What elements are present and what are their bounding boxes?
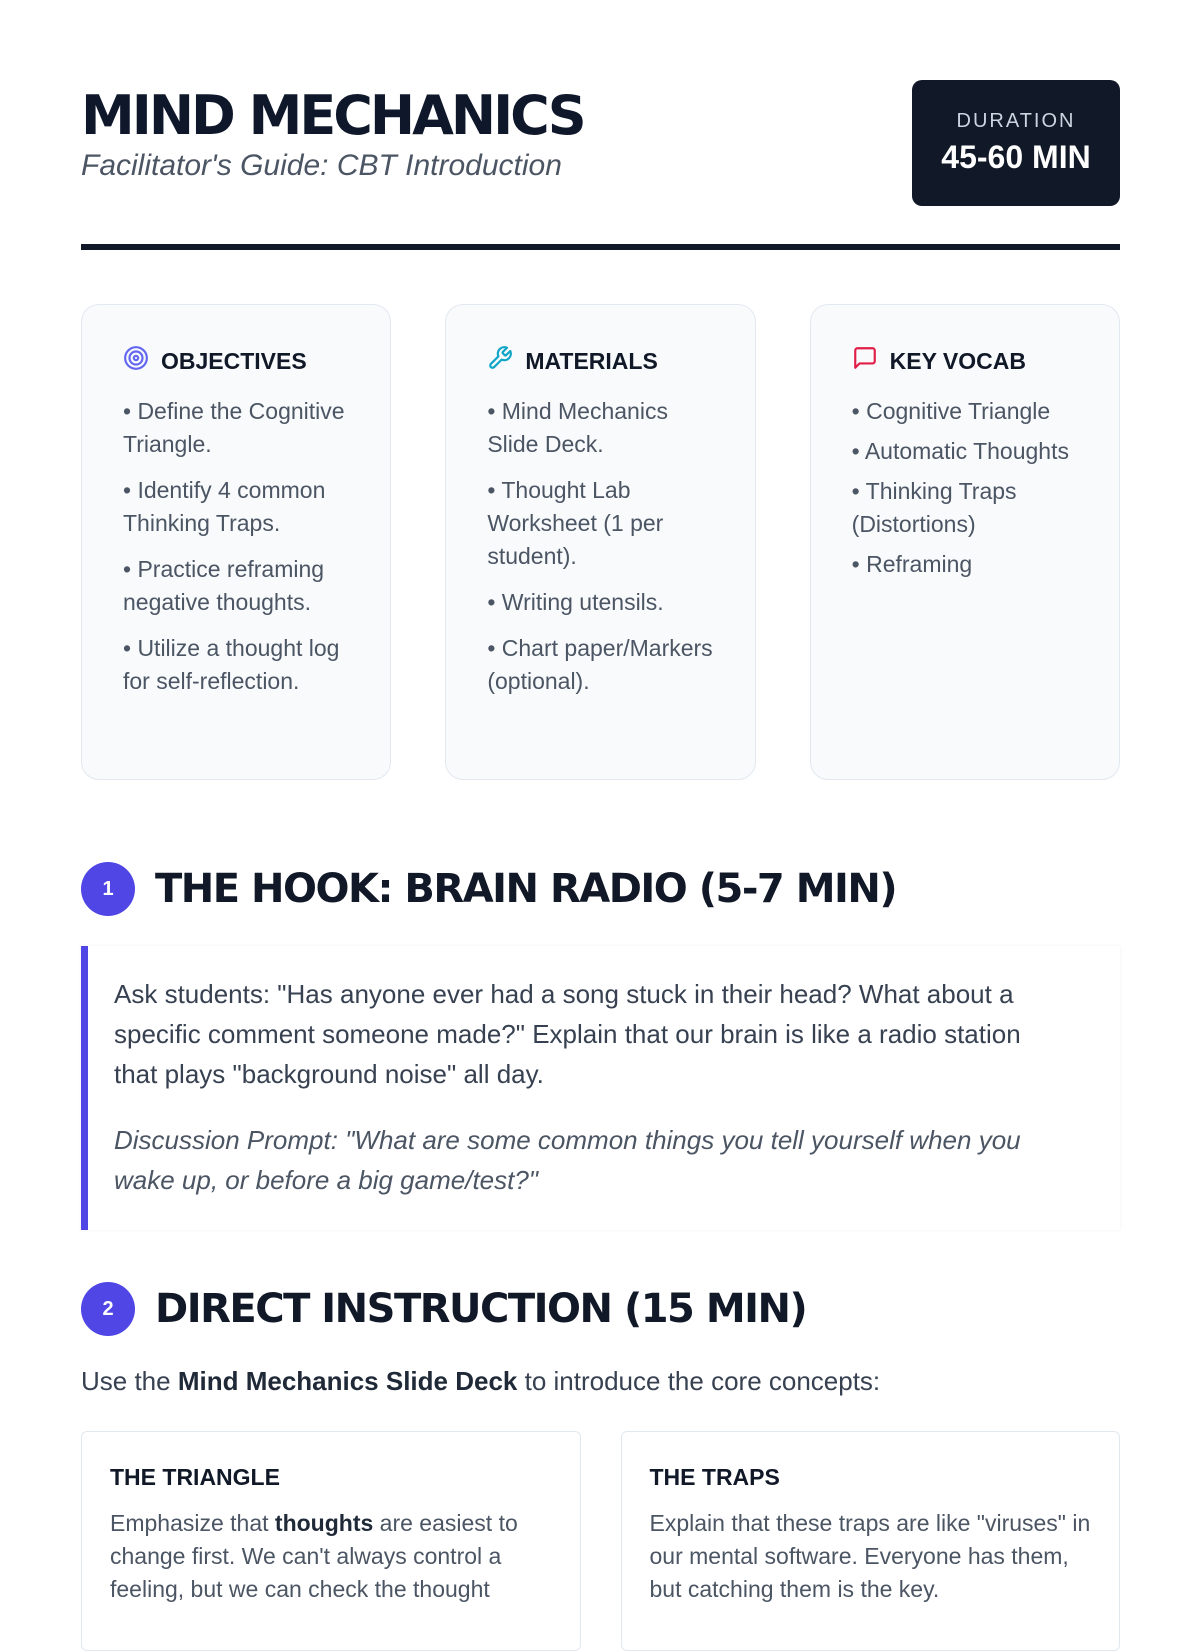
list-item: • Identify 4 common Thinking Traps. <box>123 477 326 536</box>
card-title: KEY VOCAB <box>889 347 1026 374</box>
instruction-intro: Use the Mind Mechanics Slide Deck to int… <box>81 1366 1120 1397</box>
box-text: Emphasize that thoughts are easiest to c… <box>110 1507 552 1606</box>
list-item: • Practice reframing negative thoughts. <box>123 556 325 615</box>
intro-text: to introduce the core concepts: <box>517 1366 881 1396</box>
objectives-card: OBJECTIVES • Define the Cognitive Triang… <box>81 304 392 780</box>
duration-label: DURATION <box>956 110 1076 132</box>
box-text-part: are easiest to change first. We can't al… <box>110 1510 518 1602</box>
list-item: • Chart paper/Markers (optional). <box>487 635 713 694</box>
step-number: 2 <box>81 1282 135 1336</box>
list-item: • Automatic Thoughts <box>851 438 1069 464</box>
page-title: MIND MECHANICS <box>81 84 587 147</box>
list-item: • Reframing <box>851 551 973 577</box>
box-text-part: Emphasize that <box>110 1510 275 1536</box>
list-item: • Thought Lab Worksheet (1 per student). <box>487 477 664 569</box>
section-heading-hook: 1 THE HOOK: BRAIN RADIO (5-7 MIN) <box>81 862 1120 916</box>
wrench-icon <box>487 345 513 377</box>
box-text: Explain that these traps are like "virus… <box>649 1510 1091 1602</box>
key-vocab-card: KEY VOCAB • Cognitive Triangle • Automat… <box>809 304 1120 780</box>
card-title: OBJECTIVES <box>161 347 307 374</box>
duration-badge: DURATION 45-60 MIN <box>912 80 1120 206</box>
list-item: • Cognitive Triangle <box>851 398 1051 424</box>
section-title: DIRECT INSTRUCTION (15 MIN) <box>155 1286 808 1332</box>
box-title: THE TRIANGLE <box>110 1464 280 1490</box>
intro-text: Use the <box>81 1366 178 1396</box>
box-title: THE TRAPS <box>649 1464 780 1490</box>
section-title: THE HOOK: BRAIN RADIO (5-7 MIN) <box>155 866 898 912</box>
list-item: • Thinking Traps (Distortions) <box>851 478 1017 537</box>
chat-icon <box>852 345 878 377</box>
intro-bold: Mind Mechanics Slide Deck <box>177 1366 518 1396</box>
traps-box: THE TRAPS Explain that these traps are l… <box>620 1431 1120 1651</box>
target-icon <box>123 345 149 377</box>
list-item: • Mind Mechanics Slide Deck. <box>487 398 668 457</box>
header: MIND MECHANICS Facilitator's Guide: CBT … <box>81 80 1120 250</box>
page-subtitle: Facilitator's Guide: CBT Introduction <box>81 149 562 183</box>
hook-callout: Ask students: "Has anyone ever had a son… <box>81 946 1120 1230</box>
materials-card: MATERIALS • Mind Mechanics Slide Deck. •… <box>445 304 756 780</box>
section-heading-instruction: 2 DIRECT INSTRUCTION (15 MIN) <box>81 1282 1120 1336</box>
card-title: MATERIALS <box>525 347 658 374</box>
list-item: • Define the Cognitive Triangle. <box>123 398 345 457</box>
box-text-bold: thoughts <box>274 1510 374 1536</box>
discussion-prompt: Discussion Prompt: "What are some common… <box>114 1125 1021 1195</box>
duration-value: 45-60 MIN <box>941 139 1091 175</box>
list-item: • Writing utensils. <box>487 589 664 615</box>
hook-text: Ask students: "Has anyone ever had a son… <box>114 979 1021 1089</box>
list-item: • Utilize a thought log for self-reflect… <box>123 635 340 694</box>
step-number: 1 <box>81 862 135 916</box>
triangle-box: THE TRIANGLE Emphasize that thoughts are… <box>81 1431 581 1651</box>
